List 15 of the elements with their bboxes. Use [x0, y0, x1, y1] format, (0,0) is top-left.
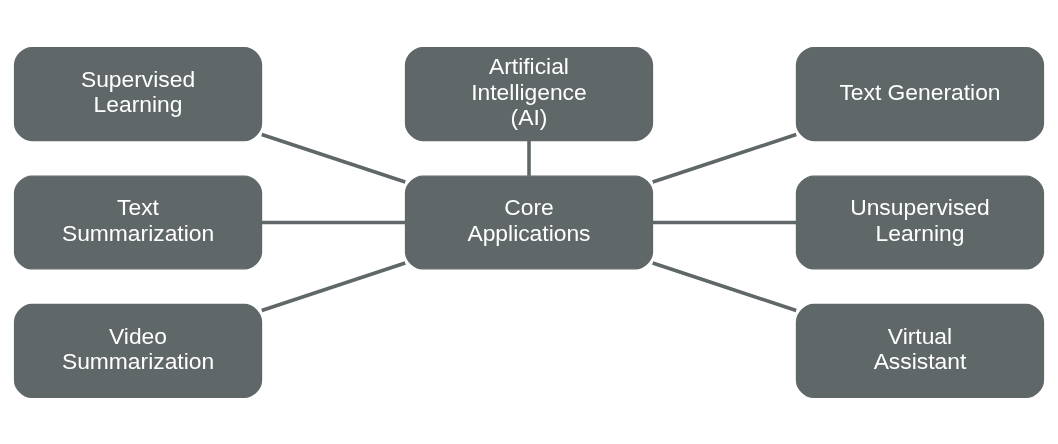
connector — [527, 140, 531, 176]
node-box: Virtual Assistant — [795, 303, 1045, 398]
connector — [261, 220, 406, 224]
node-box: Supervised Learning — [13, 46, 263, 141]
connector — [261, 132, 406, 184]
node-box: Core Applications — [404, 174, 654, 270]
connector — [652, 260, 797, 312]
node-box: Text Generation — [795, 46, 1045, 141]
connector — [652, 132, 797, 184]
connector — [652, 220, 797, 224]
connector — [261, 260, 406, 312]
node-box: Text Summarization — [13, 174, 263, 270]
node-box: Artificial Intelligence (AI) — [404, 46, 654, 141]
node-box: Video Summarization — [13, 303, 263, 398]
node-box: Unsupervised Learning — [795, 174, 1045, 270]
